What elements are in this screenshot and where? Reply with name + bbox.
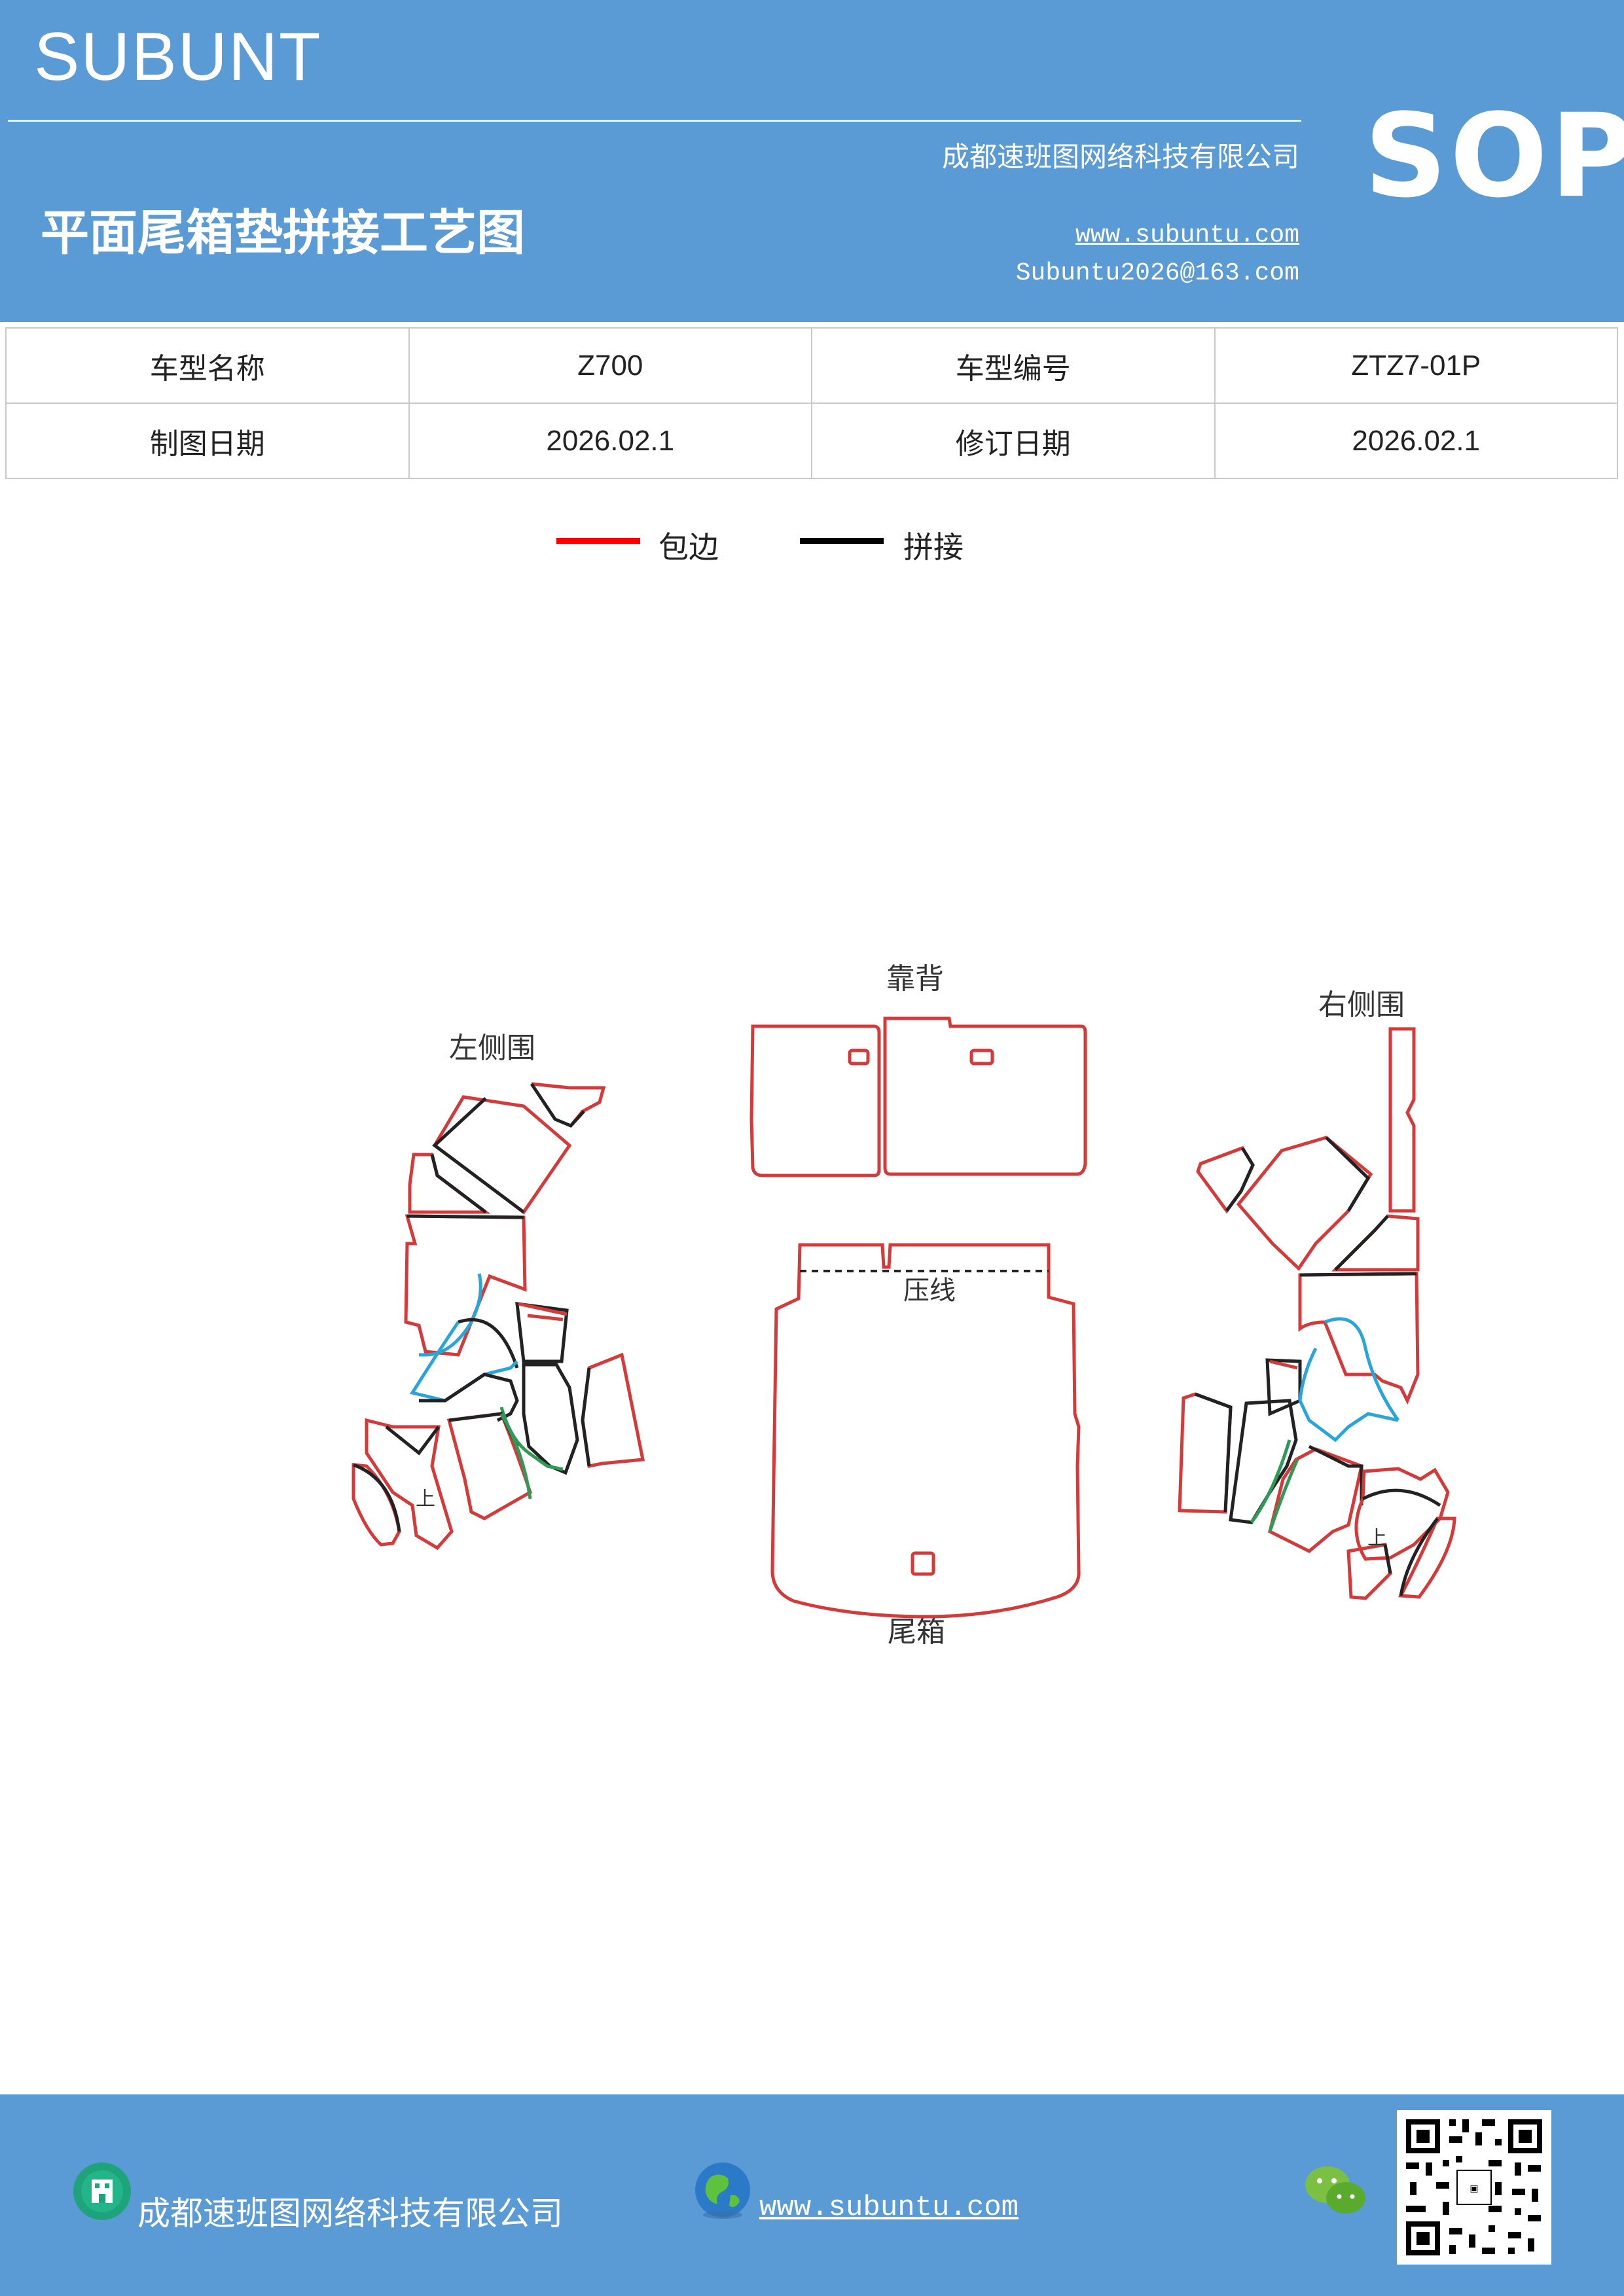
trunk-hole (911, 1551, 935, 1576)
globe-icon (695, 2162, 750, 2219)
table-row: 制图日期 2026.02.1 修订日期 2026.02.1 (5, 403, 1618, 479)
header-company: 成都速班图网络科技有限公司 (941, 141, 1299, 173)
press-line-label: 压线 (903, 1276, 956, 1306)
sop-badge: SOP (1364, 89, 1624, 223)
backrest-right-panel (883, 1016, 1087, 1176)
model-code-label: 车型编号 (811, 327, 1216, 404)
wechat-icon (1305, 2166, 1365, 2214)
svg-text:▣: ▣ (1470, 2183, 1478, 2194)
left-piece-4 (404, 1214, 527, 1357)
left-piece-1 (432, 1095, 572, 1215)
right-blue-seam-2 (1298, 1347, 1399, 1443)
left-piece-6 (522, 1363, 579, 1475)
right-piece-8 (1268, 1447, 1363, 1553)
document-title: 平面尾箱垫拼接工艺图 (41, 205, 525, 261)
building-icon (73, 2162, 131, 2220)
footer-banner: 成都速班图网络科技有限公司 www.subuntu.com (0, 2094, 1624, 2296)
footer-company: 成都速班图网络科技有限公司 (137, 2195, 563, 2233)
right-piece-4 (1298, 1272, 1420, 1405)
right-blue-seam-1 (1324, 1317, 1400, 1422)
right-side-label: 右侧围 (1318, 988, 1405, 1022)
trunk-label: 尾箱 (888, 1615, 945, 1649)
seam-swatch (800, 538, 884, 544)
revise-date-label: 修订日期 (811, 403, 1216, 479)
right-up-mark: 上 (1367, 1527, 1387, 1550)
left-piece-10 (446, 1412, 533, 1520)
right-piece-strip (1388, 1027, 1416, 1213)
backrest-label: 靠背 (886, 962, 944, 996)
table-row: 车型名称 Z700 车型编号 ZTZ7-01P (5, 327, 1618, 404)
right-piece-3 (1331, 1214, 1420, 1272)
draw-date-value: 2026.02.1 (408, 403, 812, 479)
draw-date-label: 制图日期 (5, 403, 410, 479)
legend: 包边 拼接 (0, 524, 1624, 576)
revise-date-value: 2026.02.1 (1214, 403, 1618, 479)
footer-website-link[interactable]: www.subuntu.com (759, 2191, 1019, 2224)
brand-name: SUBUNT (34, 19, 322, 95)
left-blue-seam-1 (419, 1273, 482, 1357)
header-website-link[interactable]: www.subuntu.com (1075, 221, 1299, 249)
backrest-left-panel (749, 1024, 881, 1177)
right-piece-10 (1398, 1516, 1456, 1599)
left-green-seam-2 (499, 1412, 532, 1499)
header-banner: SUBUNT 成都速班图网络科技有限公司 平面尾箱垫拼接工艺图 www.subu… (0, 0, 1624, 322)
seam-label: 拼接 (903, 529, 964, 565)
left-piece-5 (515, 1302, 569, 1363)
right-green-seam-2 (1268, 1458, 1299, 1532)
backrest-right-hole (969, 1049, 994, 1066)
backrest-panels (749, 1016, 1087, 1177)
left-side-label: 左侧围 (449, 1031, 535, 1065)
left-piece-2 (531, 1082, 606, 1127)
right-green-seam-1 (1250, 1439, 1291, 1524)
header-divider (8, 120, 1301, 122)
model-name-value: Z700 (408, 327, 812, 404)
left-piece-7 (581, 1352, 645, 1468)
info-table: 车型名称 Z700 车型编号 ZTZ7-01P 制图日期 2026.02.1 修… (5, 327, 1618, 479)
left-side-panels (352, 1082, 645, 1551)
right-piece-2 (1236, 1136, 1373, 1271)
splicing-diagram: 左侧围 靠背 右侧围 压线 尾箱 (352, 962, 1456, 1649)
right-piece-11 (1346, 1543, 1392, 1600)
qr-code-image: ▣ (1406, 2119, 1542, 2255)
left-up-mark: 上 (416, 1488, 435, 1511)
model-code-value: ZTZ7-01P (1214, 327, 1618, 404)
header-email: Subuntu2026@163.com (1015, 259, 1299, 287)
edge-binding-swatch (556, 538, 640, 544)
left-piece-8 (365, 1418, 454, 1551)
edge-binding-label: 包边 (659, 529, 719, 565)
trunk-panel (770, 1243, 1081, 1619)
right-side-panels (1178, 1027, 1456, 1600)
qr-code: ▣ (1397, 2110, 1551, 2265)
model-name-label: 车型名称 (5, 327, 410, 404)
right-piece-7 (1229, 1399, 1298, 1524)
trunk-outline (770, 1243, 1081, 1619)
backrest-left-hole (848, 1049, 870, 1066)
right-piece-6 (1178, 1392, 1233, 1514)
